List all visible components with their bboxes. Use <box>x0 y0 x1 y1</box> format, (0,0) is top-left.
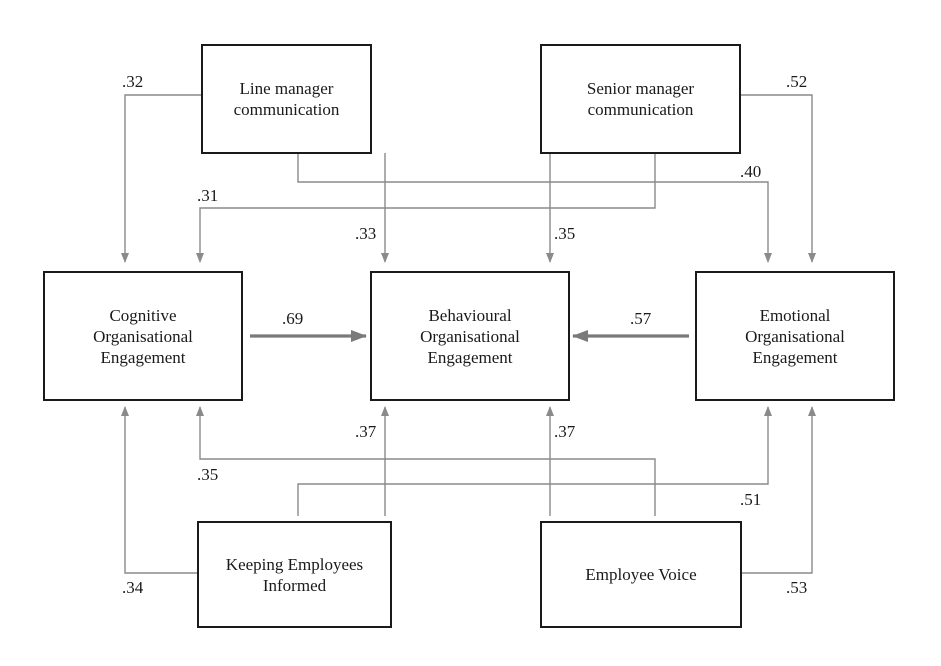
coef-informed-to-cognitive: .34 <box>122 578 144 597</box>
coef-voice-to-emotional: .53 <box>786 578 808 597</box>
behavioural-engagement-box: Behavioural Organisational Engagement <box>370 271 570 401</box>
emotional-engagement-label: Emotional Organisational Engagement <box>745 305 845 367</box>
coef-senior-to-behavioural: .35 <box>554 224 576 243</box>
coef-voice-to-cognitive: .35 <box>197 465 219 484</box>
coef-cognitive-to-behavioural: .69 <box>282 309 304 328</box>
coef-senior-to-emotional: .52 <box>786 72 808 91</box>
coef-senior-to-cognitive: .31 <box>197 186 219 205</box>
arrow-line-to-cognitive <box>121 94 201 263</box>
line-manager-communication-label: Line manager communication <box>233 79 340 119</box>
coef-informed-to-emotional: .51 <box>740 490 762 509</box>
keeping-employees-informed-box: Keeping Employees Informed <box>197 521 392 628</box>
arrow-informed-to-emotional <box>297 406 772 516</box>
emotional-engagement-box: Emotional Organisational Engagement <box>695 271 895 401</box>
coef-line-to-behavioural: .33 <box>355 224 377 243</box>
senior-manager-communication-label: Senior manager communication <box>586 79 695 119</box>
coef-line-to-emotional: .40 <box>740 162 762 181</box>
cognitive-engagement-box: Cognitive Organisational Engagement <box>43 271 243 401</box>
arrow-voice-to-cognitive <box>196 406 656 516</box>
keeping-employees-informed-label: Keeping Employees Informed <box>225 554 364 595</box>
coef-line-to-cognitive: .32 <box>122 72 144 91</box>
senior-manager-communication-box: Senior manager communication <box>540 44 741 154</box>
arrow-informed-to-cognitive <box>121 406 197 574</box>
arrow-line-to-emotional <box>297 153 772 263</box>
coef-emotional-to-behavioural: .57 <box>630 309 652 328</box>
behavioural-engagement-label: Behavioural Organisational Engagement <box>420 305 520 367</box>
employee-voice-label: Employee Voice <box>585 565 697 584</box>
cognitive-engagement-label: Cognitive Organisational Engagement <box>93 305 193 367</box>
arrow-voice-to-emotional <box>742 406 816 574</box>
arrow-senior-to-cognitive <box>196 153 656 263</box>
arrow-senior-to-emotional <box>741 94 816 263</box>
employee-voice-box: Employee Voice <box>540 521 742 628</box>
line-manager-communication-box: Line manager communication <box>201 44 372 154</box>
coef-voice-to-behavioural: .37 <box>554 422 576 441</box>
coef-informed-to-behavioural: .37 <box>355 422 377 441</box>
